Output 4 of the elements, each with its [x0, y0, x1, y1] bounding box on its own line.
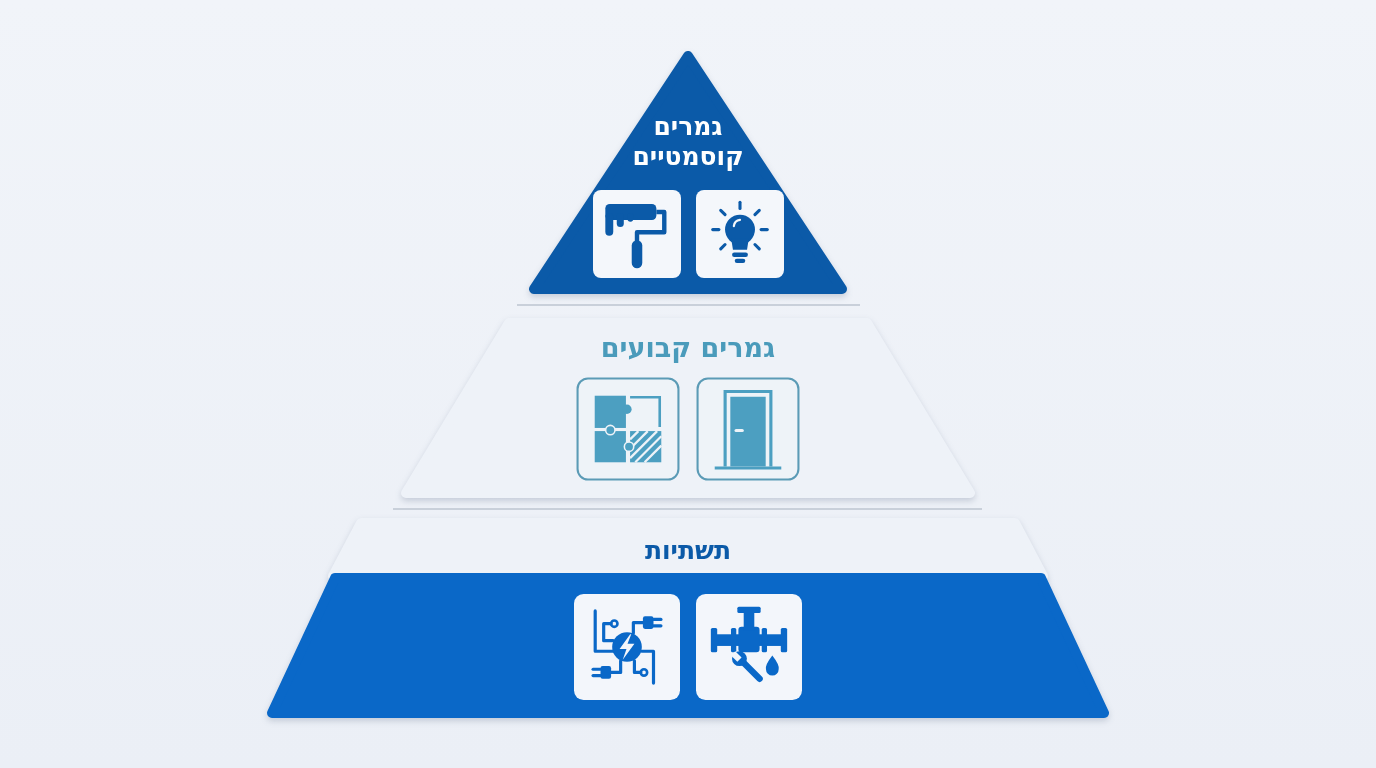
triangle-tier [527, 48, 849, 296]
tier-title: גמרים קבועים [600, 331, 776, 365]
tier-title: גמרים קוסמטיים [632, 112, 744, 172]
tier-title: תשתיות [644, 535, 732, 566]
